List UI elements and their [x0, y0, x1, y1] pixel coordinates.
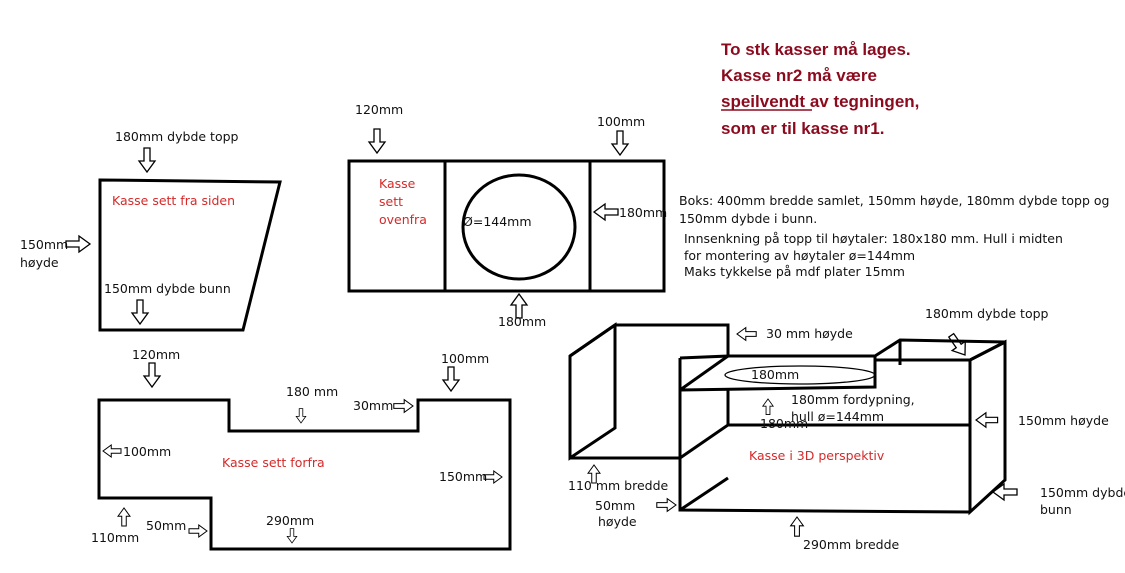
top-right-width-arrow	[611, 130, 629, 156]
front-view-outline	[97, 398, 512, 551]
3d-right-height-arrow	[975, 412, 999, 428]
front-left-height-arrow	[102, 444, 122, 458]
3d-depth-top-arrow	[944, 330, 973, 361]
front-bottom-step-label: 50mm	[146, 518, 186, 533]
3d-recess-height-label: 30 mm høyde	[766, 326, 853, 341]
3d-recess-depth-label: 180mm fordypning,	[791, 392, 915, 407]
top-right-depth-arrow	[593, 203, 619, 221]
note-line-3-rest: av tegningen,	[810, 92, 920, 111]
top-right-width-label: 100mm	[597, 114, 645, 129]
front-bottom-width-arrow	[286, 528, 298, 544]
front-right-top-arrow	[442, 366, 460, 392]
3d-step-front	[678, 458, 971, 514]
front-step-arrow	[393, 399, 414, 413]
3d-depth-top-label: 180mm dybde topp	[925, 306, 1049, 321]
3d-step-height-label-2: høyde	[598, 514, 637, 529]
3d-right-block-top	[873, 338, 1006, 362]
3d-left-width-label: 110 mm bredde	[568, 478, 669, 493]
note-line-3: speilvendt av tegningen,	[721, 92, 919, 111]
3d-recess-front-label: 180mm	[760, 416, 808, 431]
top-right-depth-label: 180mm	[619, 205, 667, 220]
3d-recess-height-arrow	[736, 327, 757, 341]
top-bottom-label: 180mm	[498, 314, 546, 329]
front-step-label: 30mm	[353, 398, 393, 413]
top-view-title-1: Kasse	[379, 176, 416, 191]
front-middle-top-label: 180 mm	[286, 384, 338, 399]
front-bottom-width-label: 290mm	[266, 513, 314, 528]
front-bottom-left-label: 110mm	[91, 530, 139, 545]
3d-depth-bottom-label: 150mm dybde	[1040, 485, 1125, 500]
front-bottom-step-arrow	[188, 524, 208, 538]
note-line-4: som er til kasse nr1.	[721, 119, 884, 138]
note-line-1: To stk kasser må lages.	[721, 40, 911, 59]
front-right-top-label: 100mm	[441, 351, 489, 366]
top-left-width-label: 120mm	[355, 102, 403, 117]
spec-line-4: for montering av høytaler ø=144mm	[684, 248, 915, 263]
side-depth-bottom-arrow	[131, 299, 149, 325]
front-middle-top-arrow	[295, 408, 307, 424]
spec-text: Boks: 400mm bredde samlet, 150mm høyde, …	[679, 193, 1109, 279]
top-view: Kasse sett ovenfra Ø=144mm 120mm 100mm 1…	[347, 102, 667, 329]
front-right-height-label: 150mm	[439, 469, 487, 484]
side-view-outline	[98, 178, 282, 332]
side-height-label-2: høyde	[20, 255, 59, 270]
3d-depth-bottom-label-2: bunn	[1040, 502, 1072, 517]
3d-right-height-label: 150mm høyde	[1018, 413, 1109, 428]
top-view-outline	[347, 159, 666, 293]
3d-recess-hole-label: hull ø=144mm	[791, 409, 884, 424]
side-depth-top-arrow	[138, 147, 156, 173]
3d-left-block-side	[568, 322, 617, 461]
spec-line-3: Innsenkning på topp til høytaler: 180x18…	[684, 231, 1063, 246]
hole-diameter-label: Ø=144mm	[463, 214, 532, 229]
side-view: Kasse sett fra siden 180mm dybde topp 15…	[20, 129, 282, 332]
3d-step-height-arrow	[656, 498, 677, 512]
front-view-title: Kasse sett forfra	[222, 455, 325, 470]
instruction-note: To stk kasser må lages. Kasse nr2 må vær…	[721, 40, 919, 138]
note-mirrored-word: speilvendt	[721, 92, 810, 111]
spec-line-2: 150mm dybde i bunn.	[679, 211, 817, 226]
front-left-top-label: 120mm	[132, 347, 180, 362]
3d-left-block-top	[569, 323, 730, 360]
front-left-top-arrow	[143, 362, 161, 388]
3d-recess-front-arrow	[762, 398, 774, 416]
3d-step-back	[679, 390, 730, 460]
spec-line-1: Boks: 400mm bredde samlet, 150mm høyde, …	[679, 193, 1109, 208]
note-line-2: Kasse nr2 må være	[721, 66, 877, 85]
3d-recess-width-label: 180mm	[751, 367, 799, 382]
top-left-width-arrow	[368, 128, 386, 154]
top-view-title-3: ovenfra	[379, 212, 427, 227]
front-bottom-left-arrow	[117, 507, 131, 527]
front-left-height-label: 100mm	[123, 444, 171, 459]
3d-step-height-label: 50mm	[595, 498, 635, 513]
top-view-title-2: sett	[379, 194, 403, 209]
side-depth-bottom-label: 150mm dybde bunn	[104, 281, 231, 296]
view-3d: Kasse i 3D perspektiv 30 mm høyde 180mm …	[568, 306, 1125, 552]
3d-speaker-hole	[724, 365, 876, 385]
spec-line-5: Maks tykkelse på mdf plater 15mm	[684, 264, 905, 279]
speaker-hole-circle	[461, 173, 577, 281]
side-height-label: 150mm	[20, 237, 68, 252]
side-view-title: Kasse sett fra siden	[112, 193, 235, 208]
3d-step-diag	[679, 476, 729, 512]
side-height-arrow	[65, 235, 91, 253]
3d-right-block-side	[968, 339, 1007, 516]
front-view: Kasse sett forfra 120mm 100mm 180 mm 30m…	[91, 347, 512, 551]
3d-bottom-width-arrow	[790, 516, 804, 537]
3d-bottom-width-label: 290mm bredde	[803, 537, 900, 552]
3d-view-title: Kasse i 3D perspektiv	[749, 448, 885, 463]
side-depth-top-label: 180mm dybde topp	[115, 129, 239, 144]
